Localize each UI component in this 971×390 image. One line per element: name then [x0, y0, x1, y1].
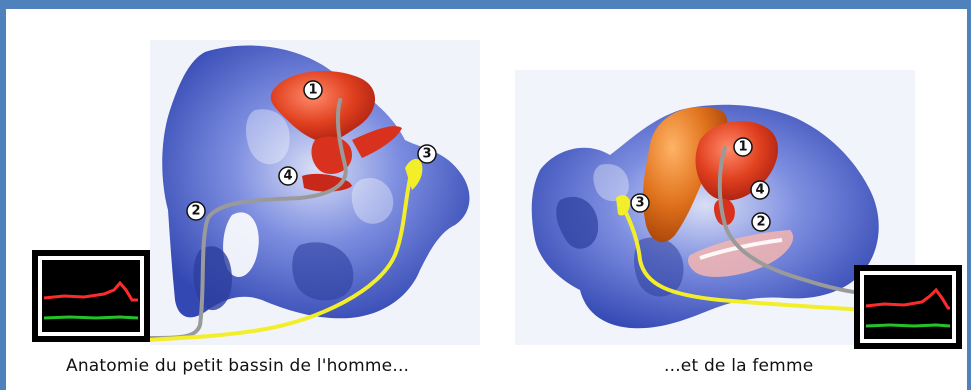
- female-monitor-green-trace: [866, 325, 950, 326]
- female-marker-2: 2: [752, 213, 770, 231]
- female-marker-4-label: 4: [755, 183, 764, 198]
- male-monitor-green-trace: [44, 317, 138, 318]
- male-marker-3-label: 3: [422, 147, 431, 162]
- male-caption: Anatomie du petit bassin de l'homme...: [66, 356, 409, 376]
- female-monitor: [854, 265, 962, 349]
- female-marker-1-label: 1: [738, 140, 747, 155]
- male-marker-4: 4: [279, 167, 297, 185]
- female-marker-3-label: 3: [635, 196, 644, 211]
- female-marker-2-label: 2: [756, 215, 765, 230]
- male-marker-2: 2: [187, 202, 205, 220]
- female-marker-3: 3: [631, 194, 649, 212]
- female-caption: ...et de la femme: [664, 356, 813, 376]
- female-marker-1: 1: [734, 138, 752, 156]
- male-monitor: [32, 250, 150, 342]
- male-marker-2-label: 2: [191, 204, 200, 219]
- female-marker-4: 4: [751, 181, 769, 199]
- male-marker-1-label: 1: [308, 83, 317, 98]
- male-marker-3: 3: [418, 145, 436, 163]
- male-marker-1: 1: [304, 81, 322, 99]
- male-marker-4-label: 4: [283, 169, 292, 184]
